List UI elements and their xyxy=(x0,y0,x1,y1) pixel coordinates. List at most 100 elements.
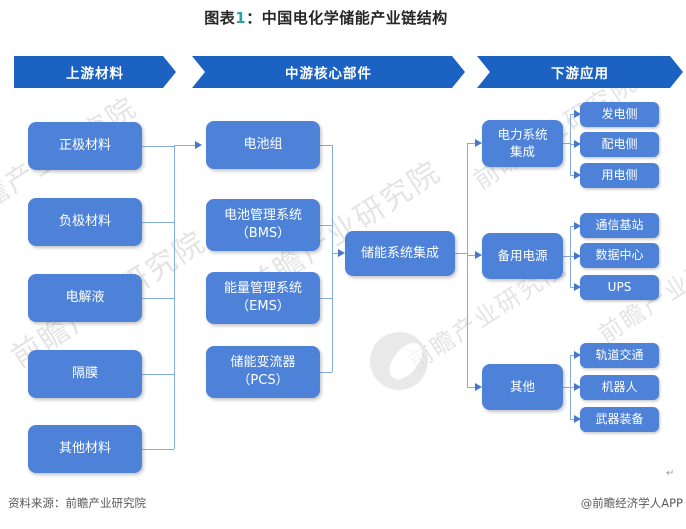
node-label: 通信基站 xyxy=(595,218,644,233)
node-anode-material: 负极材料 xyxy=(28,198,142,246)
banner-downstream-label: 下游应用 xyxy=(551,66,609,82)
connector xyxy=(570,175,574,176)
node-storage-system-integration: 储能系统集成 xyxy=(345,231,455,276)
connector xyxy=(174,145,195,146)
title-main: 中国电化学储能产业链结构 xyxy=(261,9,448,27)
node-sublabel: （BMS） xyxy=(235,226,291,241)
node-label: 电力系统 xyxy=(497,126,548,142)
arrow-right-icon xyxy=(574,110,581,118)
node-robot: 机器人 xyxy=(580,375,659,400)
arrow-right-icon xyxy=(475,139,482,147)
arrow-right-icon xyxy=(574,171,581,179)
node-others: 其他 xyxy=(482,364,563,410)
connector xyxy=(320,372,332,373)
watermark-logo-icon xyxy=(370,332,428,390)
connector xyxy=(570,256,574,257)
node-label: 储能变流器 xyxy=(230,355,296,371)
connector xyxy=(142,449,174,450)
node-label: 配电侧 xyxy=(601,137,638,152)
node-telecom-base-station: 通信基站 xyxy=(580,213,659,238)
connector-trunk xyxy=(570,114,571,176)
connector xyxy=(142,222,174,223)
source-note: 资料来源：前瞻产业研究院 xyxy=(8,496,146,510)
node-sublabel: （EMS） xyxy=(236,299,290,314)
connector xyxy=(570,144,574,145)
connector xyxy=(563,143,570,144)
node-weapon-equipment: 武器装备 xyxy=(580,407,659,432)
node-label: 机器人 xyxy=(601,380,638,395)
connector xyxy=(142,298,174,299)
connector xyxy=(570,387,574,388)
node-label: 能量管理系统 xyxy=(223,281,302,297)
node-label: 数据中心 xyxy=(595,248,644,263)
node-label: 电池组 xyxy=(243,137,283,153)
node-sublabel: （PCS） xyxy=(237,373,289,388)
node-label: 发电侧 xyxy=(601,107,638,122)
arrow-right-icon xyxy=(574,383,581,391)
node-ups: UPS xyxy=(580,275,659,300)
connector xyxy=(320,225,332,226)
arrow-right-icon xyxy=(574,351,581,359)
node-rail-transit: 轨道交通 xyxy=(580,343,659,368)
connector xyxy=(570,114,574,115)
arrow-right-icon xyxy=(574,252,581,260)
node-sublabel: 集成 xyxy=(509,143,535,159)
node-label: 负极材料 xyxy=(58,214,111,230)
banner-midstream-label: 中游核心部件 xyxy=(285,66,372,82)
credit-note: @前瞻经济学人APP xyxy=(580,496,683,510)
connector xyxy=(142,374,174,375)
title-prefix: 图表 xyxy=(204,9,236,27)
page-title: 图表1：中国电化学储能产业链结构 xyxy=(0,7,652,28)
node-battery-pack: 电池组 xyxy=(206,121,320,169)
node-label: 其他材料 xyxy=(58,441,111,457)
node-label: UPS xyxy=(607,280,632,295)
node-label: 储能系统集成 xyxy=(360,245,439,261)
node-label: 其他 xyxy=(509,378,535,394)
connector xyxy=(570,287,574,288)
node-pcs: 储能变流器 （PCS） xyxy=(206,346,320,398)
connector-trunk xyxy=(570,226,571,288)
node-power-system-integration: 电力系统集成 xyxy=(482,120,563,167)
node-bms: 电池管理系统 （BMS） xyxy=(206,199,320,251)
title-separator: ： xyxy=(246,9,262,27)
connector xyxy=(142,146,174,147)
node-backup-power: 备用电源 xyxy=(482,233,563,279)
connector xyxy=(467,387,475,388)
arrow-right-icon xyxy=(574,283,581,291)
node-label: 电池管理系统 xyxy=(223,208,302,224)
banner-downstream: 下游应用 xyxy=(477,56,683,88)
connector xyxy=(467,255,475,256)
arrow-right-icon xyxy=(475,251,482,259)
connector xyxy=(563,256,570,257)
arrow-right-icon xyxy=(574,222,581,230)
connector-trunk xyxy=(467,143,468,388)
node-electrolyte: 电解液 xyxy=(28,274,142,322)
banner-upstream-label: 上游材料 xyxy=(66,66,124,82)
connector-trunk xyxy=(174,146,175,449)
node-distribution-side: 配电侧 xyxy=(580,132,659,157)
connector xyxy=(467,143,475,144)
arrow-right-icon xyxy=(338,249,345,257)
node-label: 武器装备 xyxy=(595,412,644,427)
connector xyxy=(455,253,467,254)
connector xyxy=(570,226,574,227)
banner-upstream: 上游材料 xyxy=(14,56,176,88)
connector xyxy=(320,298,332,299)
node-data-center: 数据中心 xyxy=(580,243,659,268)
node-label: 隔膜 xyxy=(71,366,98,382)
title-number: 1 xyxy=(235,9,247,27)
connector xyxy=(570,419,574,420)
node-consumption-side: 用电侧 xyxy=(580,163,659,188)
node-ems: 能量管理系统 （EMS） xyxy=(206,272,320,324)
node-label: 正极材料 xyxy=(58,138,111,154)
node-label: 轨道交通 xyxy=(595,348,644,363)
connector xyxy=(332,253,338,254)
node-label: 电解液 xyxy=(65,290,105,306)
arrow-right-icon xyxy=(574,140,581,148)
connector-trunk xyxy=(332,145,333,372)
arrow-right-icon xyxy=(574,415,581,423)
node-label: 用电侧 xyxy=(601,168,638,183)
node-generation-side: 发电侧 xyxy=(580,102,659,127)
node-label: 备用电源 xyxy=(497,247,548,263)
